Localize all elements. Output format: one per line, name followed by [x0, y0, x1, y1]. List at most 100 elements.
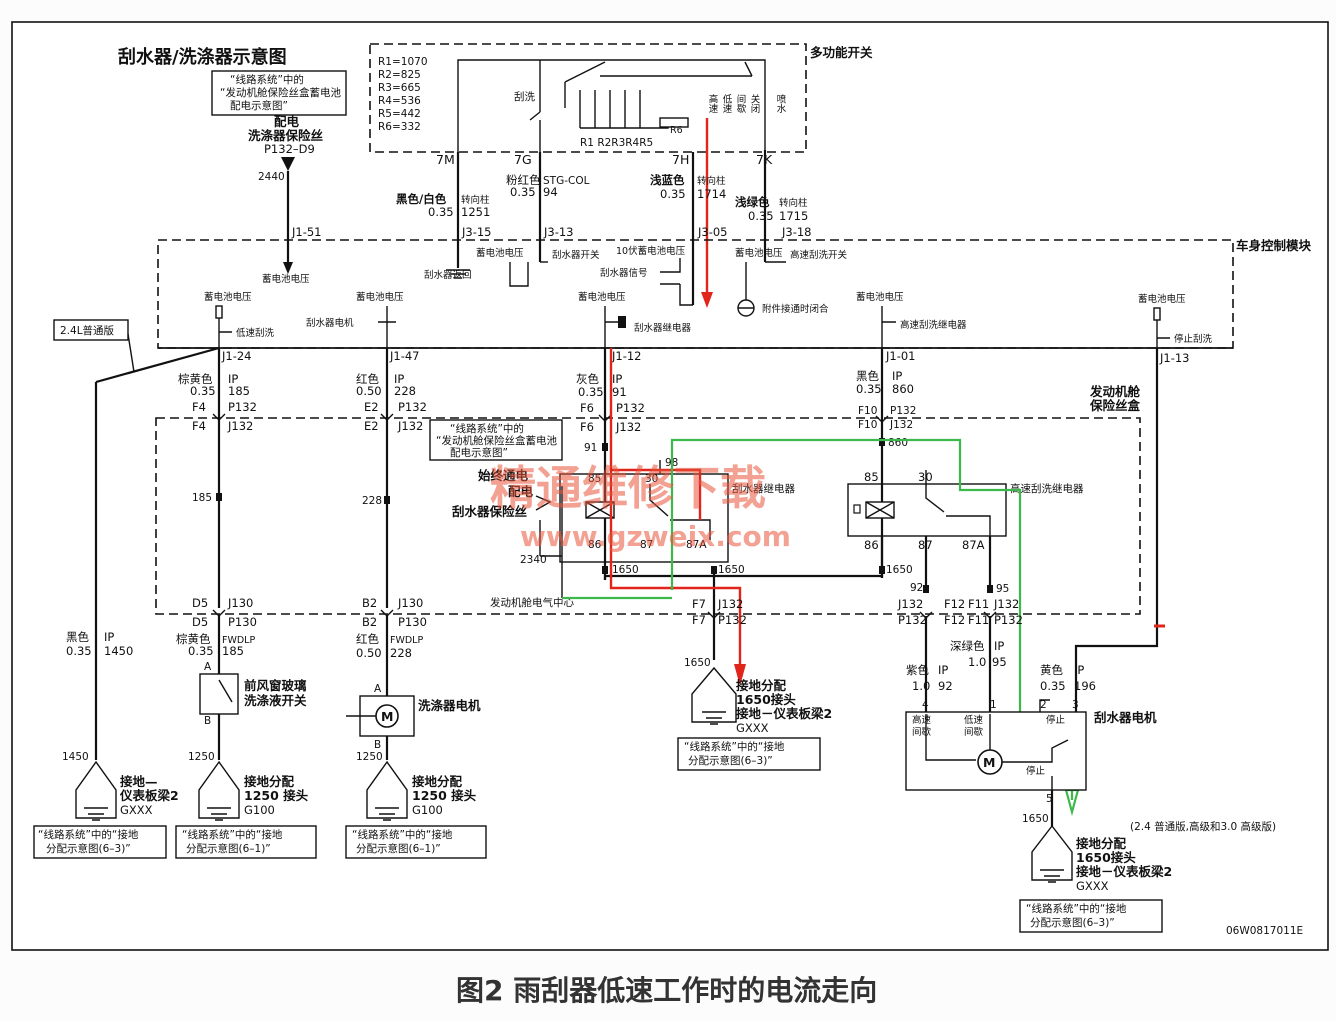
- wire-c-num: 1714: [697, 187, 726, 201]
- splice-1650a: [602, 566, 608, 574]
- resistor-r4: R4=536: [378, 95, 421, 107]
- wiper-relay-name: 刮水器继电器: [732, 482, 795, 495]
- ft-j132-a: J132: [227, 419, 253, 433]
- ft-j132-d: J132: [889, 419, 913, 431]
- resistor-r-labels: R1 R2R3R4R5: [580, 137, 653, 149]
- w2-ip: IP: [394, 372, 404, 386]
- w1-ip: IP: [228, 372, 238, 386]
- ground-bus-1650: [603, 574, 882, 580]
- doc-code: 06W0817011E: [1226, 925, 1303, 937]
- fusebox-box: [155, 417, 1141, 615]
- wm-p5: 5: [1046, 793, 1053, 805]
- ground2-symbol: [198, 760, 240, 819]
- g3-l2: 1250 接头: [412, 788, 477, 803]
- washer-motor-label: 洗涤器电机: [418, 698, 481, 713]
- w10-color: 黄色: [1040, 663, 1063, 677]
- splice-91: [602, 443, 608, 451]
- fuse-left-trace: [539, 486, 563, 598]
- wire-d-num: 1715: [779, 209, 808, 223]
- fusebox-title2: 保险丝盒: [1089, 398, 1141, 413]
- bcm-stop-wipe: 停止刮洗: [1174, 333, 1213, 345]
- w5-size: 0.35: [66, 644, 92, 658]
- w9-ip: IP: [994, 639, 1004, 653]
- current-arrow-ground: [734, 664, 746, 686]
- wire-d-size: 0.35: [748, 209, 774, 223]
- splice-185: [216, 493, 222, 501]
- wire-a-loc: 转向柱: [461, 194, 490, 206]
- g4-l1: 接地分配: [736, 678, 787, 693]
- bcm-batt-3: 蓄电池电压: [735, 247, 783, 259]
- resistor-ladder: [579, 108, 669, 129]
- relay1-contact: [649, 484, 711, 540]
- w4-size: 0.35: [856, 382, 882, 396]
- multifunction-switch-title: 多功能开关: [810, 45, 873, 60]
- w6-num: 185: [222, 644, 244, 658]
- w5-ip: IP: [104, 630, 114, 644]
- g5-num: 1650: [1022, 813, 1049, 825]
- bcm-accessory: 附件接通时闭合: [762, 303, 829, 315]
- wire-2440-label: 2440: [258, 171, 285, 183]
- bcm-resistor-a: [509, 262, 529, 287]
- g2-l3: G100: [244, 803, 275, 817]
- fb-f7-p: F7: [692, 613, 706, 627]
- current-path-relay: [609, 348, 742, 665]
- fb-f7-j: F7: [692, 597, 706, 611]
- num-228: 228: [362, 495, 382, 507]
- fb-b2-j: B2: [362, 596, 377, 610]
- wire-c-color: 浅蓝色: [650, 173, 685, 187]
- ref-mid-line2: “发动机舱保险丝盒蓄电池: [436, 434, 557, 447]
- w1-color: 棕黄色: [178, 372, 213, 386]
- g1-l1: 接地—: [120, 774, 158, 789]
- ref-g3-l2: 分配示意图(6–1)”: [356, 842, 441, 855]
- w7-color: 红色: [356, 632, 379, 646]
- wiper-motor-title: 刮水器电机: [1094, 710, 1157, 725]
- num-185: 185: [192, 492, 212, 504]
- w10-num: 196: [1074, 679, 1096, 693]
- wiper-relay-box: [559, 473, 729, 563]
- w1-size: 0.35: [190, 384, 216, 398]
- ref-g1-l1: “线路系统”中的“接地: [38, 828, 139, 841]
- bcm-title: 车身控制模块: [1236, 238, 1312, 253]
- ground4-symbol: [691, 666, 737, 723]
- fb-j132-c: J132: [993, 597, 1019, 611]
- conn-j3-15: J3-15: [461, 225, 492, 239]
- fuse-wiper: 刮水器保险丝: [452, 504, 528, 519]
- bcm-wiper-return: 刮水器返回: [424, 269, 472, 281]
- washer-switch-label1: 前风窗玻璃: [244, 678, 307, 693]
- wire-b-color: 粉红色: [506, 173, 541, 187]
- sw-pin-a: A: [204, 661, 212, 673]
- ref-top-line2: “发动机舱保险丝盒蓄电池: [220, 86, 341, 99]
- splice-860: [879, 438, 885, 446]
- ref-box-top: [211, 70, 347, 116]
- relay2-diode: [853, 504, 861, 514]
- ft-f4-p: F4: [192, 400, 206, 414]
- bcm-wiper-relay: 刮水器继电器: [634, 322, 692, 334]
- power-label3: P132–D9: [264, 142, 315, 156]
- ft-j132-b: J132: [397, 419, 423, 433]
- wm-stop2: 停止: [1026, 765, 1046, 777]
- washer-switch-label2: 洗涤液开关: [244, 693, 307, 708]
- relay2-87a: 87A: [962, 538, 985, 552]
- conn-j3-18: J3-18: [781, 225, 812, 239]
- bus-label: 发动机舱电气中心: [490, 596, 574, 609]
- w3-size: 0.35: [578, 385, 604, 399]
- resistor-r5: R5=442: [378, 108, 421, 120]
- wire-d-loc: 转向柱: [779, 197, 808, 209]
- fusebox-top-connectors: F4 P132 E2 P132 F6 P132 F10 P132 F4 J132…: [192, 400, 916, 434]
- wm-ls2: 间歇: [964, 726, 984, 738]
- num-92: 92: [910, 582, 923, 594]
- splice-92: [923, 585, 929, 593]
- w4-ip: IP: [892, 369, 902, 383]
- fb-f11-p: F11: [968, 613, 989, 627]
- w2-color: 红色: [356, 372, 379, 386]
- switch-position-labels: 高速 低速 间歇 关闭 喷水: [707, 93, 787, 114]
- power-label1: 配电: [274, 114, 300, 129]
- w7-code: FWDLP: [390, 635, 423, 646]
- g1-num: 1450: [62, 751, 89, 763]
- switch-internal-bus: [457, 59, 766, 152]
- g5-l1: 接地分配: [1076, 836, 1127, 851]
- connector-pins-top: [212, 413, 889, 423]
- g4-num: 1650: [684, 657, 711, 669]
- resistor-r6: R6=332: [378, 121, 421, 133]
- wire-1450-diag: [95, 346, 220, 384]
